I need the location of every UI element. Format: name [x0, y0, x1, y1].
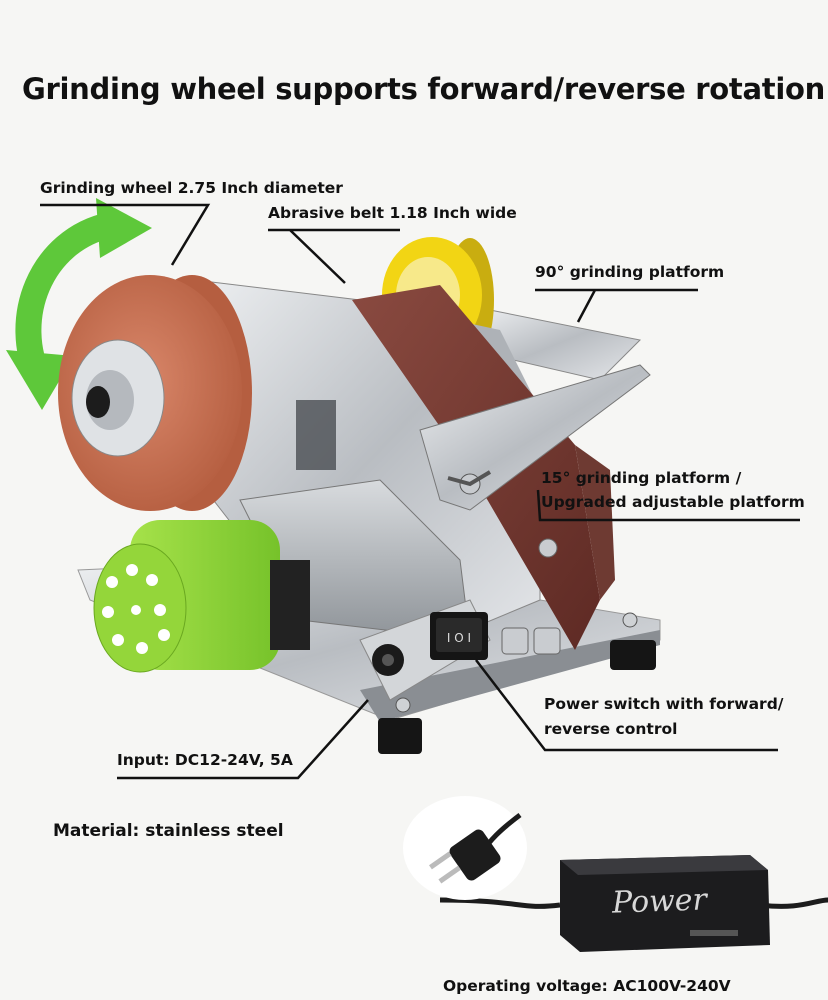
- green-motor: [93, 520, 310, 673]
- label-platform-15-line1: 15° grinding platform /: [541, 469, 742, 487]
- ac-plug-icon: [403, 796, 527, 900]
- label-platform-15-line2: Upgraded adjustable platform: [541, 493, 805, 511]
- label-operating-voltage: Operating voltage: AC100V-240V: [443, 977, 731, 995]
- callout-lines: [40, 203, 800, 780]
- adapter-brand-text: Power: [611, 882, 708, 921]
- wing-nut-icon: [447, 470, 492, 495]
- power-adapter: [439, 855, 828, 952]
- label-input: Input: DC12-24V, 5A: [117, 751, 293, 769]
- label-grinding-wheel: Grinding wheel 2.75 Inch diameter: [40, 179, 343, 197]
- dc-input-jack-icon: [372, 644, 404, 676]
- mounting-screws: [501, 538, 561, 655]
- label-power-switch-line2: reverse control: [544, 720, 678, 738]
- label-abrasive-belt: Abrasive belt 1.18 Inch wide: [268, 204, 517, 222]
- label-platform-90: 90° grinding platform: [535, 263, 725, 281]
- label-material: Material: stainless steel: [53, 821, 284, 841]
- svg-text:I O I: I O I: [447, 631, 471, 645]
- grinding-wheel: [58, 275, 252, 511]
- label-power-switch-line1: Power switch with forward/: [544, 695, 784, 713]
- rotation-arrow-icon: [6, 198, 152, 410]
- page-title: Grinding wheel supports forward/reverse …: [22, 72, 825, 106]
- platform-15: [419, 364, 651, 511]
